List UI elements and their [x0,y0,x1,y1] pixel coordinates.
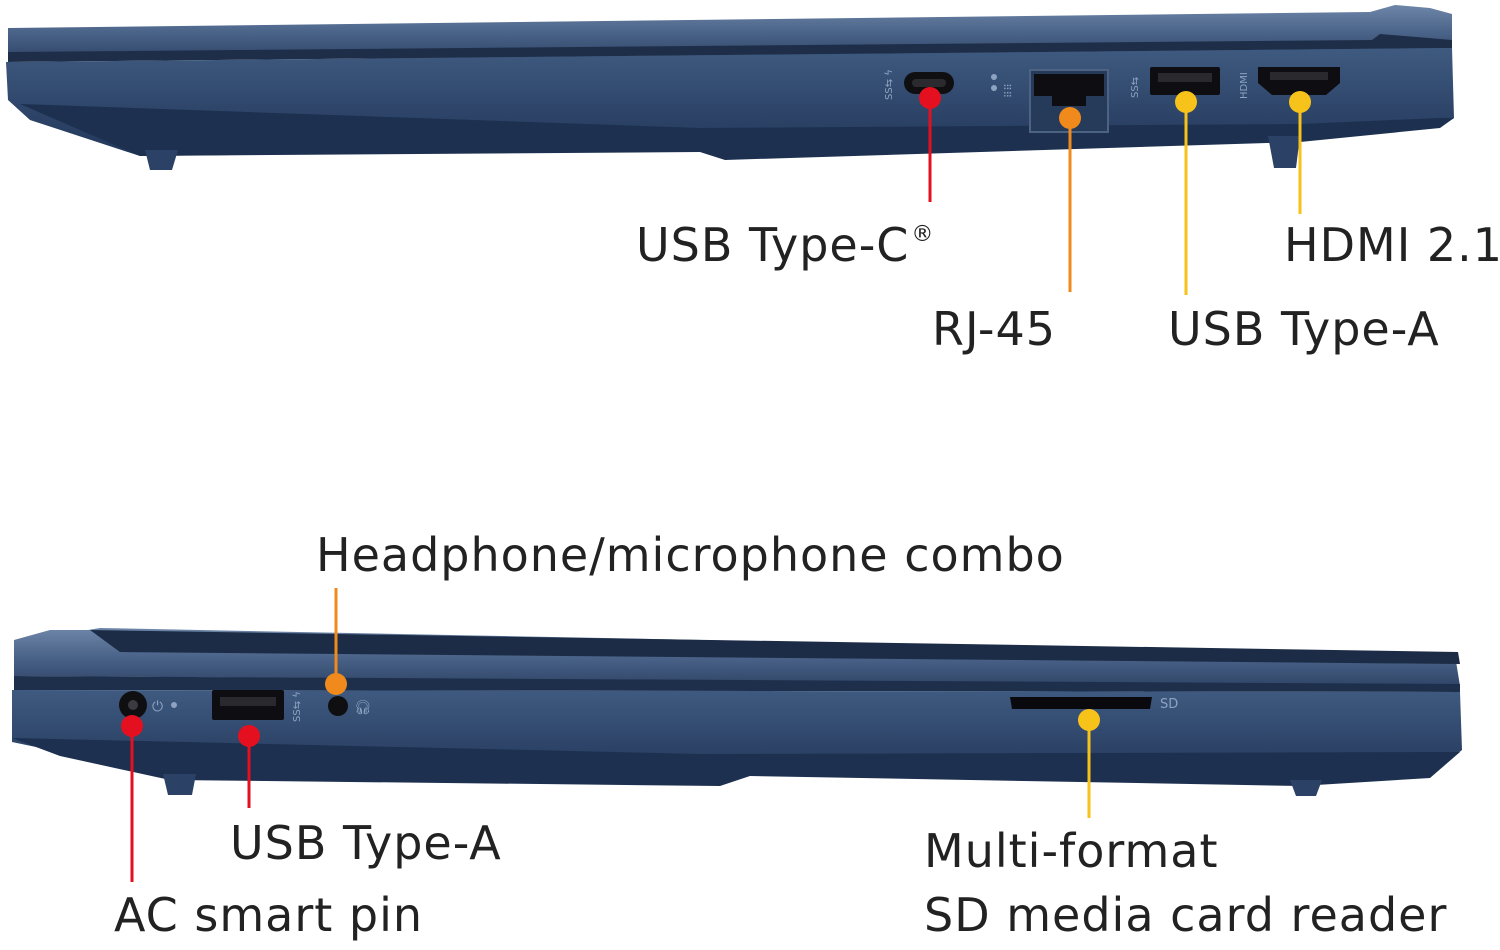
usb-c-label: USB Type-C® [636,222,934,268]
laptop-right-side: SS⇆ ϟ ⠿⠿ SS⇆ HDMI [6,5,1454,295]
ac-pin-label: AC smart pin [114,888,424,942]
foot [1290,780,1322,796]
power-plug-icon: ⏻ [152,699,177,715]
headphone-jack [328,696,348,716]
sd-marker [1078,709,1100,731]
svg-text:🎧︎: 🎧︎ [354,700,372,716]
registered-mark: ® [911,222,935,247]
hdmi-icon: HDMI [1239,72,1250,99]
sd-label-line1: Multi-format [924,824,1219,878]
ethernet-icon: ⠿⠿ [991,74,1015,98]
laptop-left-side: ⏻ SS⇆ ϟ 🎧︎ SD [12,588,1462,882]
sd-slot-text: SD [1160,697,1178,712]
usb-a-label-bottom: USB Type-A [230,816,502,870]
usb-superspeed-icon: SS⇆ ϟ [884,69,895,100]
headphone-marker [325,673,347,695]
rj45-label: RJ-45 [932,302,1057,356]
rj45-port [1034,74,1104,96]
headphone-icon: 🎧︎ [354,700,372,716]
usb-c-label-text: USB Type-C [636,218,910,272]
foot [1268,136,1300,168]
svg-text:HDMI: HDMI [1239,72,1250,99]
lid-seam [8,34,1452,62]
svg-text:SS⇆ ϟ: SS⇆ ϟ [292,691,303,722]
foot [145,150,178,170]
ac-pin-marker [121,715,143,737]
usb-a-marker [1175,91,1197,113]
sd-card-slot [1010,697,1152,709]
headphone-label: Headphone/microphone combo [316,528,1065,582]
usb-superspeed-icon: SS⇆ ϟ [292,691,303,722]
base-underside [12,738,1460,786]
usb-superspeed-icon: SS⇆ [1130,77,1141,98]
svg-text:SS⇆: SS⇆ [1130,77,1141,98]
sd-label-line2: SD media card reader [924,888,1448,942]
svg-text:SS⇆ ϟ: SS⇆ ϟ [884,69,895,100]
svg-text:⏻: ⏻ [152,699,163,715]
usb-c-marker [919,87,941,109]
foot [163,774,196,795]
lid-seam [14,676,1460,692]
svg-text:⠿⠿: ⠿⠿ [1004,83,1015,98]
base-underside [20,104,1454,160]
usb-a-label-top: USB Type-A [1168,302,1440,356]
hdmi-marker [1289,91,1311,113]
usb-a-marker [238,725,260,747]
hdmi-label: HDMI 2.1 [1284,218,1500,272]
hdmi-port [1258,67,1340,95]
rj45-marker [1059,107,1081,129]
lid-seam [90,630,1460,664]
